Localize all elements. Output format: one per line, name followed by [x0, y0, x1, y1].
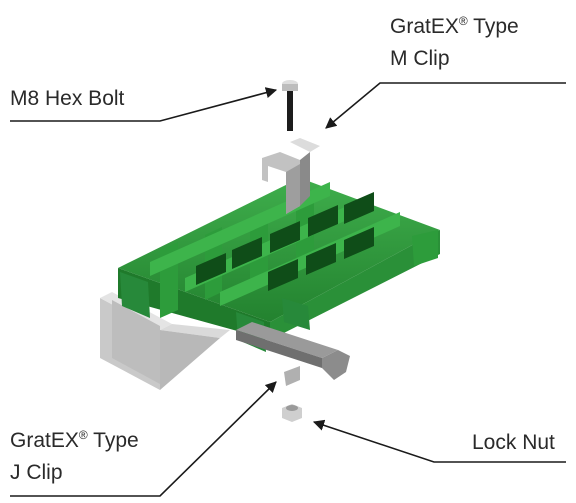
j-clip-registered-mark: ® [78, 428, 88, 442]
j-clip-brand: GratEX [10, 429, 79, 452]
j-clip-type-text: Type [87, 429, 139, 452]
lock-nut [282, 404, 302, 422]
leader-lock-nut [312, 419, 566, 463]
j-clip-label-line2: J Clip [10, 461, 63, 484]
hex-bolt [282, 80, 298, 131]
m-clip-label-line1: GratEX® Type [390, 14, 519, 40]
m-clip-brand: GratEX [390, 15, 459, 38]
m-clip-type-text: Type [467, 15, 519, 38]
j-clip [236, 322, 350, 386]
leader-j-clip [10, 381, 277, 497]
m-clip-registered-mark: ® [458, 14, 468, 28]
m-clip [262, 138, 320, 214]
leader-lines [10, 82, 566, 497]
m-clip-label-line2: M Clip [390, 47, 450, 70]
lock-nut-label: Lock Nut [472, 431, 555, 454]
leader-m-clip [325, 82, 566, 129]
leader-hex-bolt [10, 87, 278, 122]
j-clip-label-line1: GratEX® Type [10, 428, 139, 454]
hex-bolt-label: M8 Hex Bolt [10, 87, 125, 110]
frp-grating [118, 178, 440, 352]
